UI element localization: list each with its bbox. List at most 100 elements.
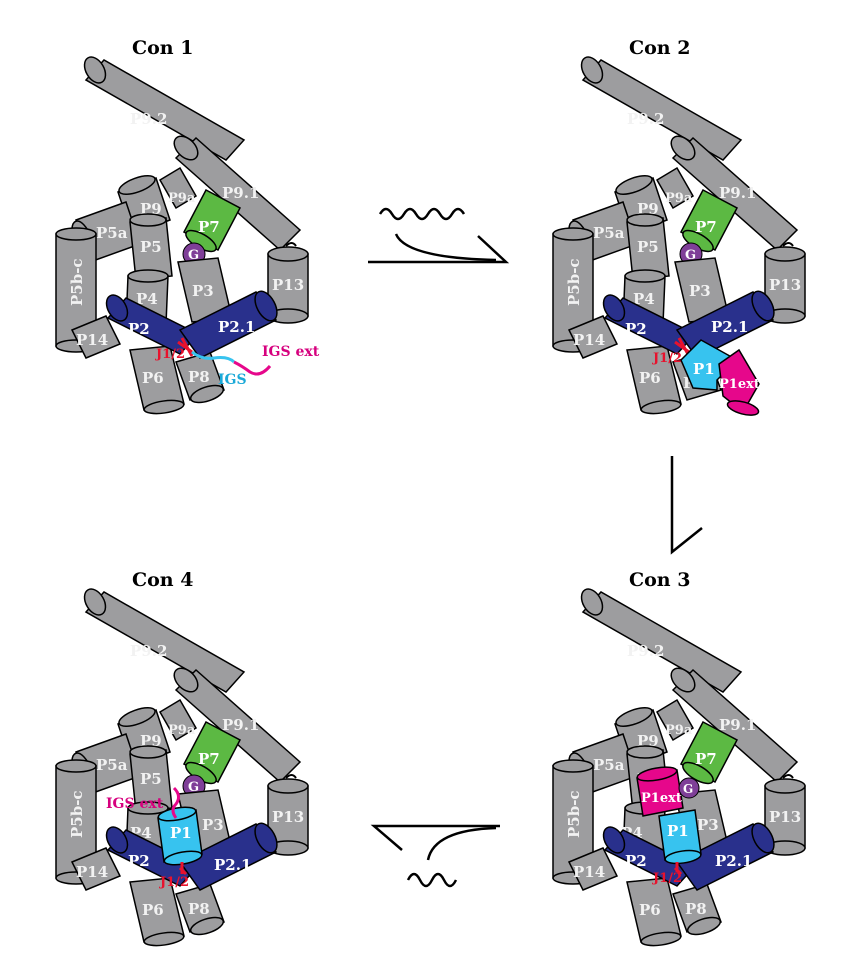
label-p8: P8 <box>188 900 210 918</box>
helix-p14: P14 <box>567 315 619 359</box>
helix-p2-1: P2.1 <box>178 822 278 891</box>
label-p6: P6 <box>142 369 164 387</box>
label-p7: P7 <box>695 218 717 236</box>
helix-p3: P3 <box>177 257 233 323</box>
label-p7: P7 <box>695 750 717 768</box>
arrow-con2-to-con3 <box>670 456 703 555</box>
helix-p6: P6 <box>626 345 682 415</box>
label-p3: P3 <box>192 282 214 300</box>
label-p13: P13 <box>769 276 801 294</box>
panel-con3: Con 3 P9.2 P9.1 P9a P9 P5a P5 <box>552 569 806 947</box>
helix-p1ext: P1ext <box>636 766 684 817</box>
label-p2: P2 <box>625 852 647 870</box>
label-p9a: P9a <box>665 723 693 738</box>
helix-p5: P5 <box>129 745 173 813</box>
label-p2-1: P2.1 <box>218 318 255 336</box>
label-p14: P14 <box>573 331 605 349</box>
j1-2-junction: J1/2 <box>652 862 683 886</box>
arrow-con3-to-con4 <box>370 824 500 888</box>
label-j1-2: J1/2 <box>155 347 185 362</box>
helix-p7: P7 <box>182 188 242 253</box>
helix-p13: P13 <box>267 774 309 856</box>
guanosine-site: G <box>678 777 700 799</box>
label-g: G <box>685 248 696 263</box>
helix-p6: P6 <box>129 345 185 415</box>
helix-p2-1: P2.1 <box>675 822 775 891</box>
label-p9-1: P9.1 <box>222 184 259 202</box>
igs-ext-strand: IGS ext <box>233 344 320 376</box>
helix-p8: P8 <box>175 883 225 936</box>
helix-p7: P7 <box>679 188 739 253</box>
helix-p9-2: P9.2 <box>580 588 743 693</box>
igs-strand: IGS <box>191 350 247 388</box>
helix-p9-1: P9.1 <box>670 667 799 784</box>
panel-con1: Con 1 P9.2 P9.1 P9a P9 P5a <box>55 37 320 415</box>
label-p2: P2 <box>625 320 647 338</box>
label-p5: P5 <box>637 238 659 256</box>
label-j1-2: J1/2 <box>652 871 682 886</box>
label-p3: P3 <box>697 816 719 834</box>
panel-title: Con 2 <box>629 37 690 59</box>
label-p2: P2 <box>128 320 150 338</box>
label-p14: P14 <box>76 331 108 349</box>
label-p13: P13 <box>769 808 801 826</box>
helix-p6: P6 <box>626 877 682 947</box>
label-p2-1: P2.1 <box>214 856 251 874</box>
label-j1-2: J1/2 <box>159 875 189 890</box>
label-p1ext: P1ext <box>641 791 682 806</box>
helix-p5: P5 <box>129 213 173 281</box>
label-p5b-c: P5b-c <box>68 258 86 306</box>
panel-con4: Con 4 P9.2 P9.1 P9a P9 P5a P5 <box>55 569 309 947</box>
label-p5b-c: P5b-c <box>565 790 583 838</box>
label-g: G <box>188 780 199 795</box>
label-p5a: P5a <box>96 756 128 774</box>
igs-ext-strand: IGS ext <box>106 786 181 819</box>
down-arrow-icon <box>670 456 703 555</box>
panel-title: Con 3 <box>629 569 690 591</box>
panel-title: Con 1 <box>132 37 193 59</box>
label-p14: P14 <box>76 863 108 881</box>
helix-p1: P1 <box>680 339 739 391</box>
helix-p9-1: P9.1 <box>670 135 799 252</box>
label-p2-1: P2.1 <box>711 318 748 336</box>
label-p13: P13 <box>272 276 304 294</box>
label-j1-2: J1/2 <box>652 351 682 366</box>
helix-p9a: P9a <box>158 166 198 210</box>
helix-p6: P6 <box>129 877 185 947</box>
helix-p5: P5 <box>626 213 670 281</box>
label-p8: P8 <box>188 368 210 386</box>
label-p9-1: P9.1 <box>719 184 756 202</box>
label-g: G <box>188 248 199 263</box>
helix-p1: P1 <box>157 806 203 866</box>
helix-p9-1: P9.1 <box>173 667 302 784</box>
j1-2-junction: J1/2 <box>155 337 194 362</box>
label-p9-2: P9.2 <box>627 642 664 660</box>
label-p1: P1 <box>667 822 689 840</box>
label-p3: P3 <box>202 816 224 834</box>
label-p9a: P9a <box>168 723 196 738</box>
label-p14: P14 <box>573 863 605 881</box>
label-p5: P5 <box>140 238 162 256</box>
wavy-strand-icon <box>378 207 466 221</box>
label-igs-ext: IGS ext <box>106 796 164 812</box>
label-p5b-c: P5b-c <box>68 790 86 838</box>
helix-p8: P8 <box>175 351 225 404</box>
label-p5: P5 <box>140 770 162 788</box>
label-p1ext: P1ext <box>719 377 760 392</box>
label-p3: P3 <box>689 282 711 300</box>
helix-p14: P14 <box>70 847 122 891</box>
label-p5a: P5a <box>593 756 625 774</box>
helix-p7: P7 <box>182 720 242 785</box>
label-p5b-c: P5b-c <box>565 258 583 306</box>
label-p5a: P5a <box>593 224 625 242</box>
helix-p7: P7 <box>679 720 739 785</box>
label-p2: P2 <box>128 852 150 870</box>
helix-p1ext: P1ext <box>718 348 760 416</box>
label-p6: P6 <box>639 901 661 919</box>
helix-p2-1: P2.1 <box>178 290 278 359</box>
label-p9-1: P9.1 <box>222 716 259 734</box>
label-p9-2: P9.2 <box>130 642 167 660</box>
label-p13: P13 <box>272 808 304 826</box>
label-p1: P1 <box>170 824 192 842</box>
